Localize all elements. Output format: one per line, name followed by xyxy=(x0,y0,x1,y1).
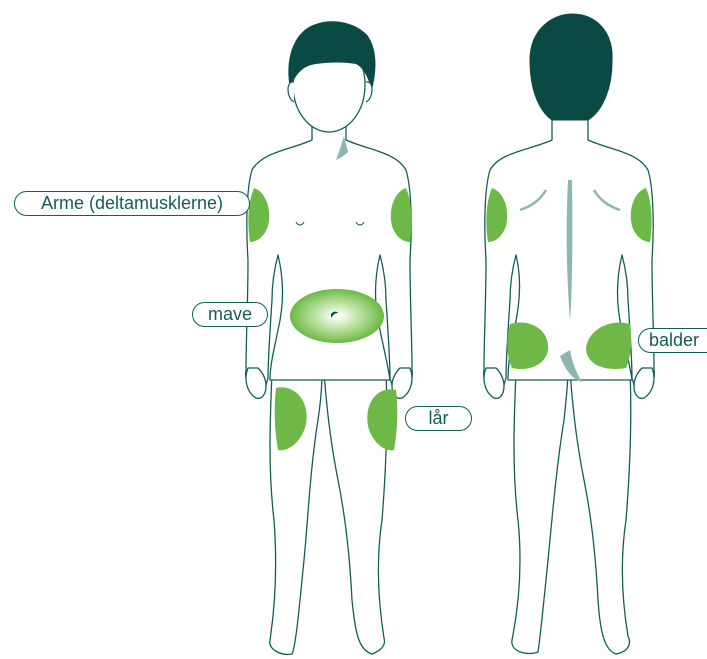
front-figure xyxy=(246,38,413,654)
back-right-leg xyxy=(570,370,631,654)
back-left-leg xyxy=(512,370,568,654)
back-hair xyxy=(530,14,612,120)
stomach-zone xyxy=(290,289,384,343)
label-stomach: mave xyxy=(192,302,268,327)
front-ear-left xyxy=(288,82,294,102)
front-ear-right xyxy=(366,82,372,102)
front-torso xyxy=(246,120,413,392)
label-arms: Arme (deltamusklerne) xyxy=(14,191,250,216)
label-buttocks: balder xyxy=(638,328,707,353)
label-thighs: lår xyxy=(405,406,472,431)
